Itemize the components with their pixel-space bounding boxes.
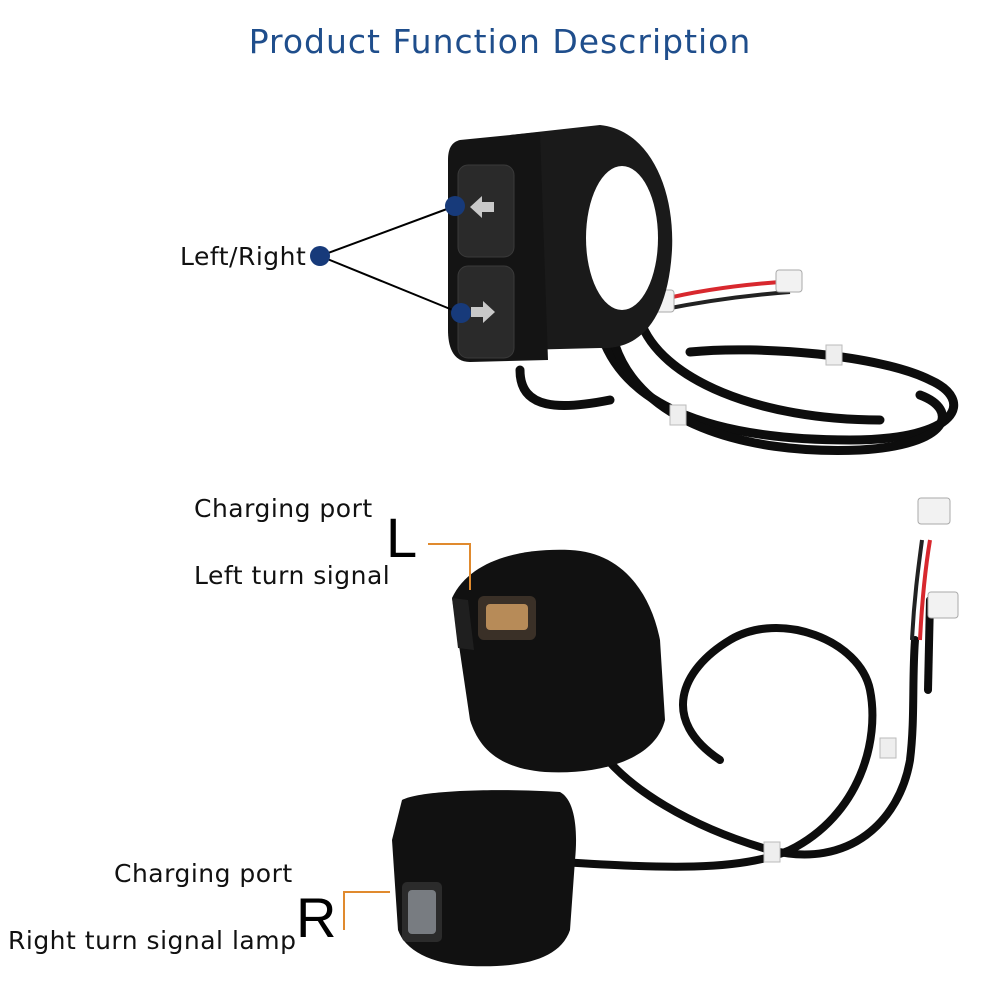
red-wire [918,539,932,641]
handlebar-switch [310,125,959,455]
left-turn-signal-label: Left turn signal [194,561,391,590]
marker-dot [310,246,330,266]
marker-dot [451,303,471,323]
left-unit-body [452,549,665,773]
marker-dot [445,196,465,216]
handlebar-hole [586,166,658,310]
left-arrow-icon [470,196,494,218]
charging-units [343,497,959,967]
callout-line [319,205,456,257]
page-title: Product Function Description [248,22,752,61]
connector [775,269,803,293]
right-charging-port-label: Charging port [114,859,293,888]
right-callout [343,891,390,930]
left-unit-letter: L [386,506,418,569]
red-wire [659,280,781,302]
cable-tie [669,404,687,426]
callout-line [319,255,461,314]
left-charging-port-label: Charging port [194,494,373,523]
cable-tie [825,344,843,366]
connector [917,497,951,525]
connector [927,591,959,619]
cable-tie [763,841,781,863]
right-arrow-icon [471,301,495,323]
cable-tie [879,737,897,759]
left-right-label: Left/Right [180,242,307,271]
left-callout [428,543,471,590]
switch-cable [515,315,959,455]
right-turn-signal-label: Right turn signal lamp [8,926,297,955]
right-unit-letter: R [296,886,337,949]
